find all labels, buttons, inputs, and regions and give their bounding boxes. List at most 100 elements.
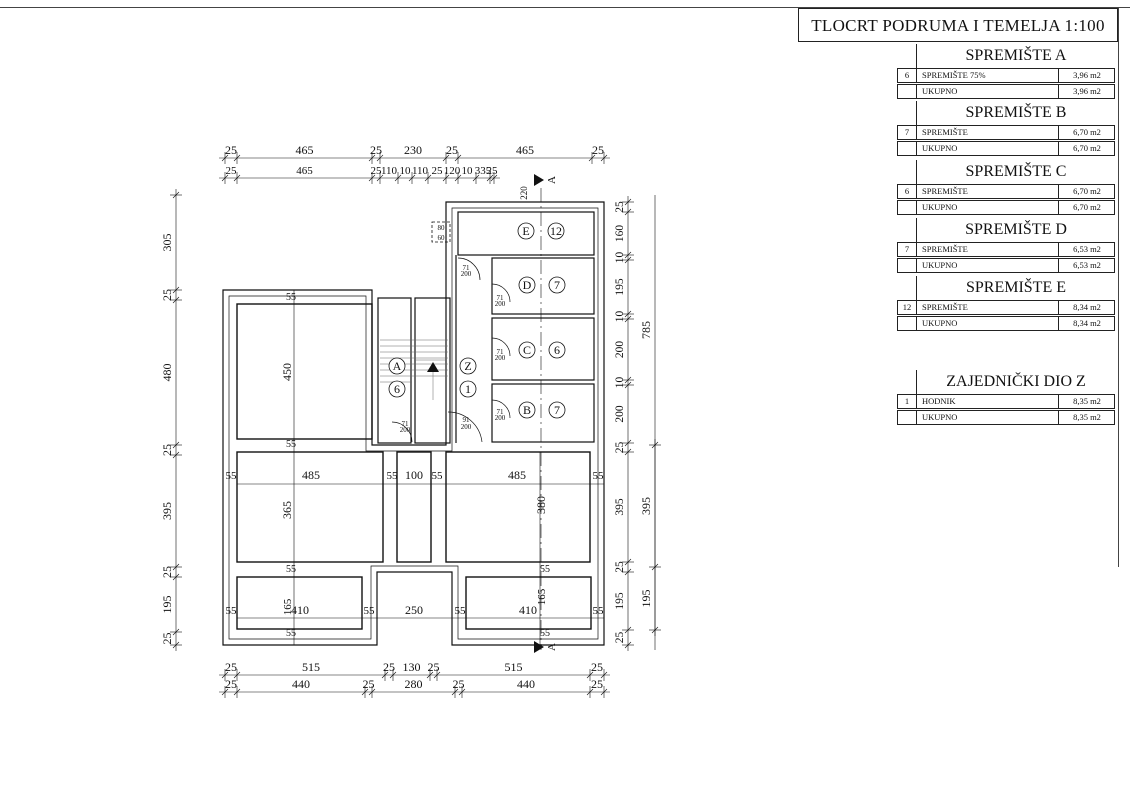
row-area: 6,70 m2 [1058, 142, 1115, 155]
row-number [898, 317, 917, 330]
dimension-label: 25 [428, 660, 440, 674]
dimension-label: 515 [505, 660, 523, 674]
area-table-heading: SPREMIŠTE E [965, 279, 1066, 296]
table-divider [916, 160, 917, 184]
dimension-label: 195 [614, 592, 626, 610]
row-area: 8,35 m2 [1058, 411, 1115, 424]
dimension-label: 25 [363, 677, 375, 691]
section-label: A [546, 176, 558, 184]
dimension-label: 165 [282, 598, 294, 615]
row-area: 6,53 m2 [1058, 259, 1115, 272]
dimension-label: 395 [160, 502, 174, 520]
dimension-label: 25 [225, 660, 237, 674]
dimension-label: 410 [519, 603, 537, 617]
dimension-label: 25 [487, 165, 499, 177]
room-tag-circle [548, 401, 566, 419]
dimension-label: 71 [497, 408, 505, 416]
dimension-label: 130 [403, 660, 421, 674]
storage-e [457, 211, 595, 256]
row-label: SPREMIŠTE [922, 302, 968, 312]
section-label: A [546, 643, 558, 651]
dimension-label: 25 [592, 143, 604, 157]
dimension-label: 80 [438, 224, 446, 232]
dimension-label: 10 [462, 165, 474, 177]
dimension-label: 10 [400, 165, 412, 177]
row-area: 6,70 m2 [1058, 201, 1115, 214]
dimension-label: 25 [614, 201, 626, 213]
area-table-heading: ZAJEDNIČKI DIO Z [946, 373, 1086, 390]
dimension-label: 195 [160, 596, 174, 614]
dimension-label: 280 [405, 677, 423, 691]
dimension-label: 195 [639, 590, 653, 608]
row-area: 6,70 m2 [1058, 126, 1115, 139]
area-table-heading: SPREMIŠTE A [965, 47, 1067, 64]
dimension-label: 55 [540, 564, 550, 575]
dimension-label: 305 [160, 234, 174, 252]
dimension-label: 195 [614, 278, 626, 296]
dimension-label: 250 [405, 603, 423, 617]
dimension-label: 25 [614, 561, 626, 573]
dimension-label: 55 [364, 605, 376, 617]
dimension-label: 25 [225, 677, 237, 691]
dimension-label: 25 [383, 660, 395, 674]
row-number: 1 [898, 395, 917, 408]
room-bottom-left [236, 576, 363, 630]
room-tag-circle [548, 276, 566, 294]
room-tag-circle [518, 401, 536, 419]
dimension-label: 515 [302, 660, 320, 674]
row-label: SPREMIŠTE 75% [922, 70, 986, 80]
row-area: 8,34 m2 [1058, 301, 1115, 314]
area-table-heading: SPREMIŠTE B [965, 104, 1067, 121]
row-number: 12 [898, 301, 917, 314]
section-arrow-icon [534, 641, 544, 653]
row-area: 8,35 m2 [1058, 395, 1115, 408]
dimension-label: 55 [286, 439, 296, 450]
room-tag-circle [518, 341, 536, 359]
area-table-heading: SPREMIŠTE D [965, 221, 1067, 238]
dimension-label: 55 [226, 470, 238, 482]
row-number [898, 259, 917, 272]
dimension-label: 440 [292, 677, 310, 691]
row-number [898, 85, 917, 98]
row-number: 7 [898, 126, 917, 139]
dimension-label: 55 [593, 605, 605, 617]
dimension-label: 485 [302, 468, 320, 482]
dimension-label: 25 [160, 566, 174, 578]
dimension-lines [170, 152, 661, 698]
room-tag-circle [518, 276, 536, 294]
area-table-row: 12 SPREMIŠTE 8,34 m2 [897, 300, 1115, 315]
dimension-label: 200 [495, 300, 506, 308]
dimension-label: 450 [280, 363, 294, 381]
dimension-label: 200 [614, 341, 626, 359]
row-number [898, 411, 917, 424]
dimension-label: 25 [591, 677, 603, 691]
dimension-label: 71 [402, 420, 410, 428]
dimension-label: 55 [432, 470, 444, 482]
room-tag-num: 12 [550, 224, 562, 238]
dimension-label: 785 [639, 321, 653, 339]
dimension-label: 485 [508, 468, 526, 482]
row-area: 6,53 m2 [1058, 243, 1115, 256]
dimension-label: 200 [614, 405, 626, 423]
dimension-label: 230 [404, 143, 422, 157]
room-tag-num: 7 [554, 278, 560, 292]
room-tag-num: 6 [394, 382, 400, 396]
room-tag-letter: B [523, 403, 531, 417]
dimension-label: 91 [463, 416, 471, 424]
dimension-label: 395 [614, 498, 626, 516]
dimension-label: 110 [381, 165, 398, 177]
room-mid-center [396, 451, 432, 563]
storage-d [491, 257, 595, 315]
dimension-label: 25 [370, 143, 382, 157]
room-tag-circle [459, 380, 477, 398]
